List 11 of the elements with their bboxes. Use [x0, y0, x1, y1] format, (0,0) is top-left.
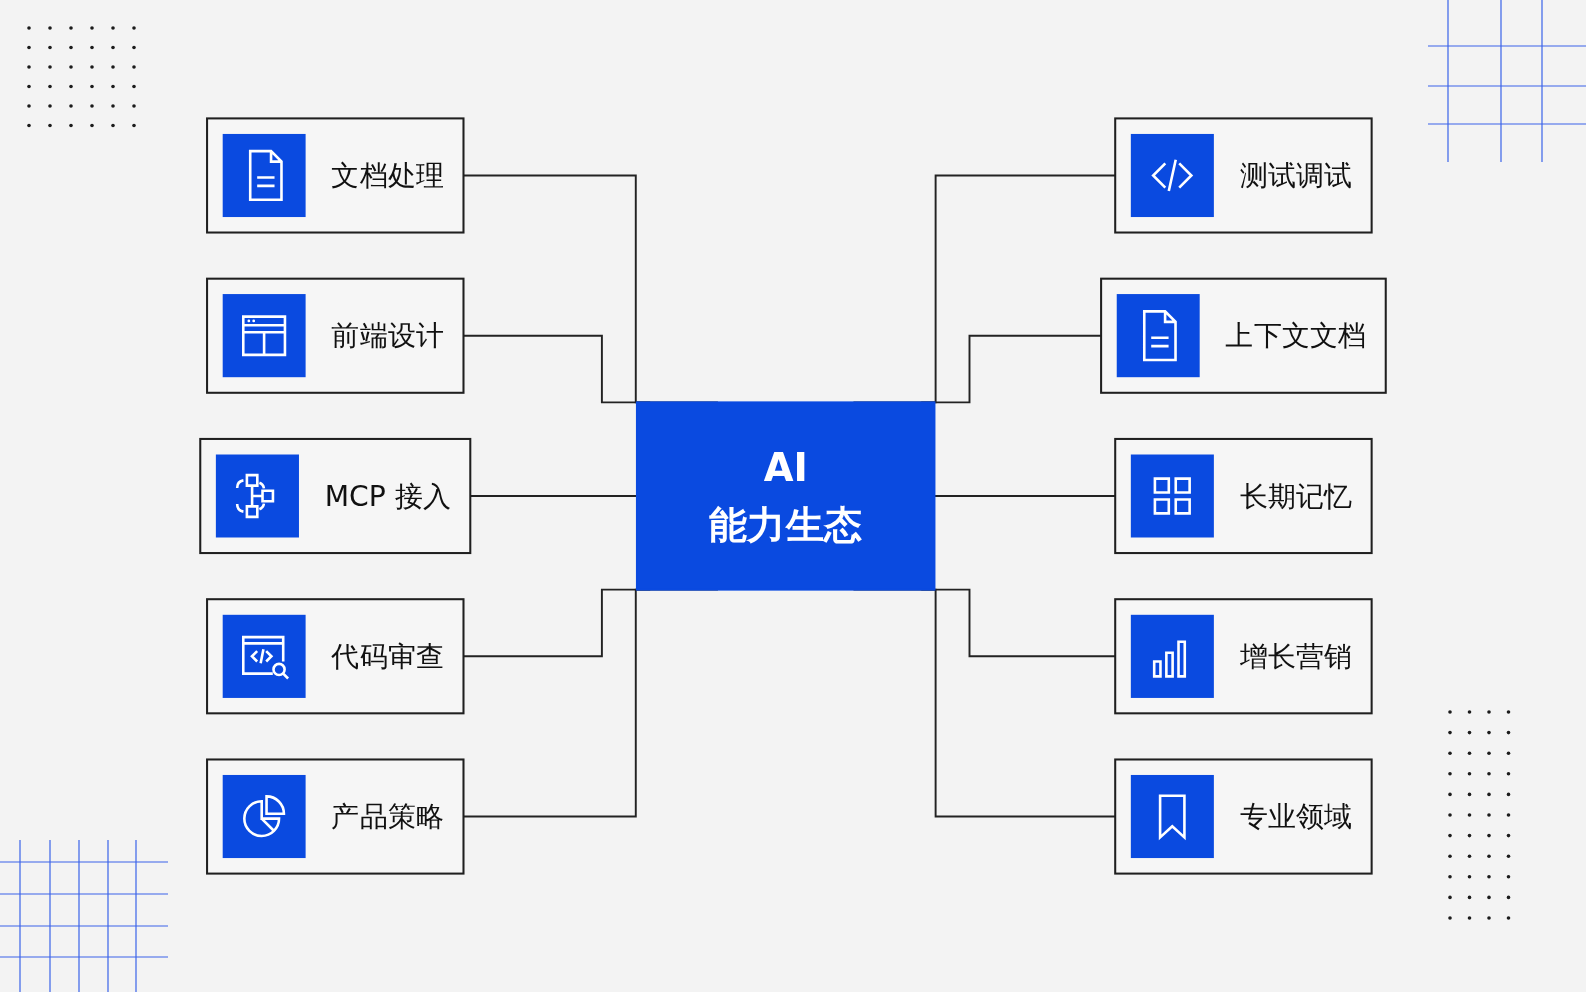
node-box: 专业领域	[1114, 758, 1373, 875]
node-box: 增长营销	[1114, 598, 1373, 715]
node-box: AI 能力生态	[635, 401, 936, 591]
node-box: 测试调试	[1114, 117, 1373, 234]
node-box: 文档处理	[206, 117, 465, 234]
node-box: 前端设计	[206, 277, 465, 394]
node-box: MCP 接入	[199, 437, 472, 555]
node-box: 长期记忆	[1114, 437, 1373, 555]
node-box: 代码审查	[206, 598, 465, 715]
node-box: 上下文文档	[1100, 277, 1387, 394]
node-box: 产品策略	[206, 758, 465, 875]
